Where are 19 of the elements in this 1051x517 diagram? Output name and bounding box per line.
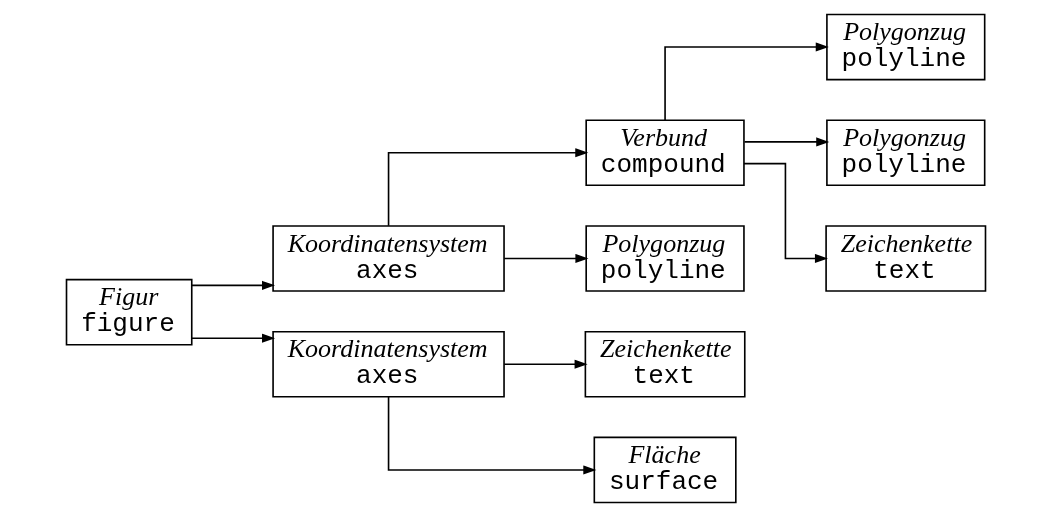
node-box: Verbund compound xyxy=(584,119,745,187)
arrow xyxy=(387,396,596,475)
node-box: Zeichenkette text xyxy=(584,330,746,398)
arrow xyxy=(190,333,275,343)
node-box: Polygonzug polyline xyxy=(825,13,985,81)
arrow xyxy=(742,162,828,264)
arrow xyxy=(190,280,275,290)
node-box: Polygonzug polyline xyxy=(584,225,745,292)
arrow xyxy=(663,42,829,121)
arrow xyxy=(502,359,588,369)
arrow xyxy=(743,137,829,147)
arrow xyxy=(387,148,588,227)
node-box: Figur figure xyxy=(65,278,193,346)
node-box: Polygonzug polyline xyxy=(825,119,985,187)
node-box: Koordinatensystem axes xyxy=(271,330,505,398)
arrow xyxy=(502,253,588,264)
node-box: Koordinatensystem axes xyxy=(271,225,505,292)
node-box: Zeichenkette text xyxy=(824,225,986,292)
node-box: Fläche surface xyxy=(593,436,737,504)
